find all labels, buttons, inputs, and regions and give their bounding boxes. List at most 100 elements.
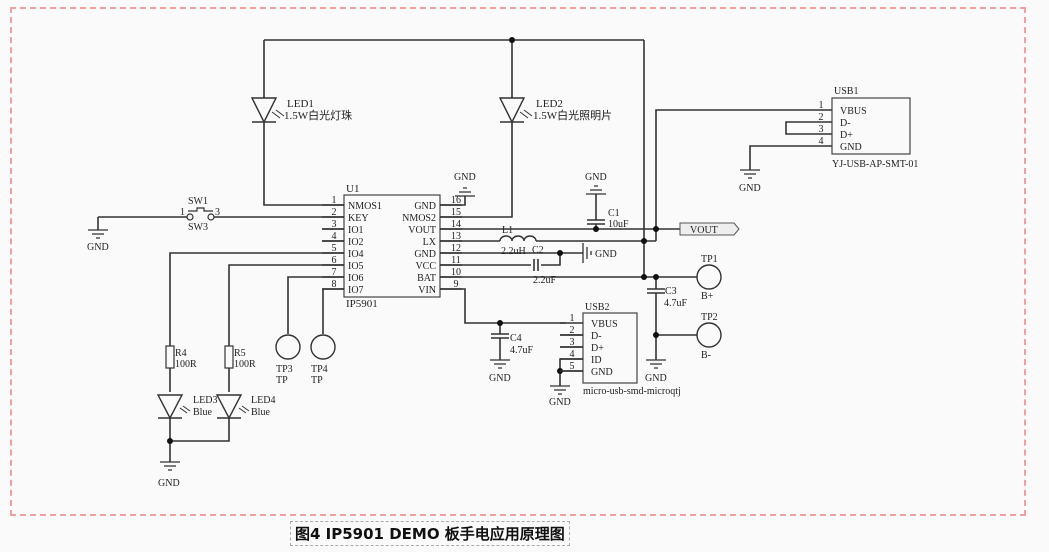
c2-ref: C2 bbox=[532, 245, 544, 256]
led1[interactable]: LED1 1.5W白光灯珠 bbox=[250, 97, 352, 124]
resistor-r4[interactable]: R4 100R bbox=[165, 345, 197, 370]
ground-icon: GND bbox=[489, 359, 511, 384]
r4-value: 100R bbox=[175, 359, 197, 370]
l1-ref: L1 bbox=[502, 225, 513, 236]
u1-pin-name: KEY bbox=[348, 213, 369, 224]
r5-value: 100R bbox=[234, 359, 256, 370]
u1-pin-number: 6 bbox=[332, 255, 337, 266]
inductor-coil-icon bbox=[499, 235, 537, 242]
junction-dot bbox=[167, 438, 173, 444]
u1-pin-name: NMOS2 bbox=[402, 213, 436, 224]
gnd-label: GND bbox=[87, 242, 109, 253]
u1-pin-number: 14 bbox=[451, 219, 461, 230]
usb2-pin-number: 2 bbox=[570, 325, 575, 336]
testpoint-tp3[interactable]: TP3 TP bbox=[275, 334, 301, 386]
inductor-l1[interactable]: L1 2.2uH bbox=[499, 225, 537, 257]
vout-port[interactable]: VOUT bbox=[679, 222, 740, 236]
tp1-label: B+ bbox=[701, 291, 714, 302]
tp2-label: B- bbox=[701, 350, 711, 361]
ground-symbols: GND GND GND GND GND GND GND bbox=[87, 169, 761, 489]
led4-value: Blue bbox=[251, 407, 270, 418]
u1-pin-number: 12 bbox=[451, 243, 461, 254]
usb1-pin-name: D+ bbox=[840, 130, 853, 141]
u1-part: IP5901 bbox=[346, 298, 378, 310]
led3[interactable]: LED3 Blue bbox=[156, 394, 217, 420]
usb1-pin-name: VBUS bbox=[840, 106, 867, 117]
ground-icon: GND bbox=[454, 172, 476, 197]
led4[interactable]: LED4 Blue bbox=[215, 394, 275, 420]
u1-pin-name: IO5 bbox=[348, 261, 364, 272]
testpoint-tp4[interactable]: TP4 TP bbox=[310, 334, 336, 386]
usb1-body bbox=[831, 97, 911, 155]
testpoint-tp1[interactable]: TP1 B+ bbox=[696, 254, 722, 302]
u1-right-pins: 16GND15NMOS214VOUT13LX12GND11VCC10BAT9VI… bbox=[402, 195, 462, 296]
usb2-body bbox=[582, 312, 638, 384]
usb2-connector[interactable]: USB2 micro-usb-smd-microqtj 1VBUS2D-3D+4… bbox=[560, 302, 681, 397]
gnd-label: GND bbox=[645, 373, 667, 384]
u1-pin-number: 5 bbox=[332, 243, 337, 254]
led4-diode-icon bbox=[215, 394, 243, 420]
usb2-pin-number: 5 bbox=[570, 361, 575, 372]
u1-chip[interactable]: U1 IP5901 1NMOS12KEY3IO14IO25IO46IO57IO6… bbox=[322, 183, 462, 310]
usb2-pin-name: GND bbox=[591, 367, 613, 378]
tp3-ref: TP3 bbox=[276, 364, 293, 375]
resistor-r5[interactable]: R5 100R bbox=[224, 345, 256, 370]
junctions bbox=[167, 37, 659, 444]
usb1-pin-number: 1 bbox=[819, 100, 824, 111]
capacitor-c2[interactable]: C2 2.2uF bbox=[532, 245, 557, 286]
led2[interactable]: LED2 1.5W白光照明片 bbox=[498, 97, 612, 124]
l1-value: 2.2uH bbox=[501, 246, 526, 257]
u1-pin-number: 7 bbox=[332, 267, 337, 278]
testpoint-tp2[interactable]: TP2 B- bbox=[696, 312, 722, 361]
u1-pin-name: GND bbox=[414, 249, 436, 260]
u1-pin-name: BAT bbox=[417, 273, 436, 284]
figure-caption: 图4 IP5901 DEMO 板手电应用原理图 bbox=[290, 521, 570, 546]
tp4-label: TP bbox=[311, 375, 323, 386]
u1-pin-name: IO1 bbox=[348, 225, 364, 236]
u1-pin-number: 11 bbox=[451, 255, 461, 266]
capacitor-c1[interactable]: C1 10uF bbox=[587, 208, 629, 230]
usb1-pin-number: 4 bbox=[819, 136, 824, 147]
schematic-frame bbox=[10, 7, 1026, 516]
u1-pin-name: NMOS1 bbox=[348, 201, 382, 212]
wire-io5-r5 bbox=[228, 264, 344, 346]
ground-icon: GND bbox=[739, 169, 761, 194]
usb1-part: YJ-USB-AP-SMT-01 bbox=[832, 159, 918, 170]
usb1-ref: USB1 bbox=[834, 86, 858, 97]
c3-value: 4.7uF bbox=[664, 298, 688, 309]
usb2-pin-number: 4 bbox=[570, 349, 575, 360]
wire-led1-nmos1 bbox=[263, 40, 344, 206]
wire-usb1-gnd bbox=[749, 145, 810, 170]
led4-ref: LED4 bbox=[251, 395, 275, 406]
capacitor-c4[interactable]: C4 4.7uF bbox=[491, 333, 534, 356]
ground-icon: GND bbox=[158, 461, 180, 489]
usb2-part: micro-usb-smd-microqtj bbox=[583, 386, 681, 397]
ground-icon: GND bbox=[645, 359, 667, 384]
wire-led2-nmos2 bbox=[440, 40, 513, 218]
gnd-label: GND bbox=[739, 183, 761, 194]
tp3-label: TP bbox=[276, 375, 288, 386]
wire-usb1-vbus bbox=[655, 109, 810, 241]
usb2-pin-number: 3 bbox=[570, 337, 575, 348]
u1-body bbox=[343, 194, 441, 298]
usb2-pin-name: D+ bbox=[591, 343, 604, 354]
u1-pin-number: 8 bbox=[332, 279, 337, 290]
usb1-pin-name: GND bbox=[840, 142, 862, 153]
u1-pin-name: VCC bbox=[415, 261, 436, 272]
wire-led4-gnd bbox=[170, 416, 230, 442]
usb1-pin-number: 2 bbox=[819, 112, 824, 123]
led2-diode-icon bbox=[498, 97, 526, 124]
wire-io4-r4 bbox=[169, 252, 344, 346]
capacitor-c3[interactable]: C3 4.7uF bbox=[647, 286, 688, 309]
u1-pin-name: VIN bbox=[418, 285, 436, 296]
c1-value: 10uF bbox=[608, 219, 629, 230]
switch-sw1[interactable]: SW1 SW3 1 3 bbox=[180, 196, 220, 233]
u1-pin-name: GND bbox=[414, 201, 436, 212]
sw-ref-top: SW1 bbox=[188, 196, 208, 207]
tp2-ref: TP2 bbox=[701, 312, 718, 323]
ground-icon: GND bbox=[582, 243, 617, 263]
